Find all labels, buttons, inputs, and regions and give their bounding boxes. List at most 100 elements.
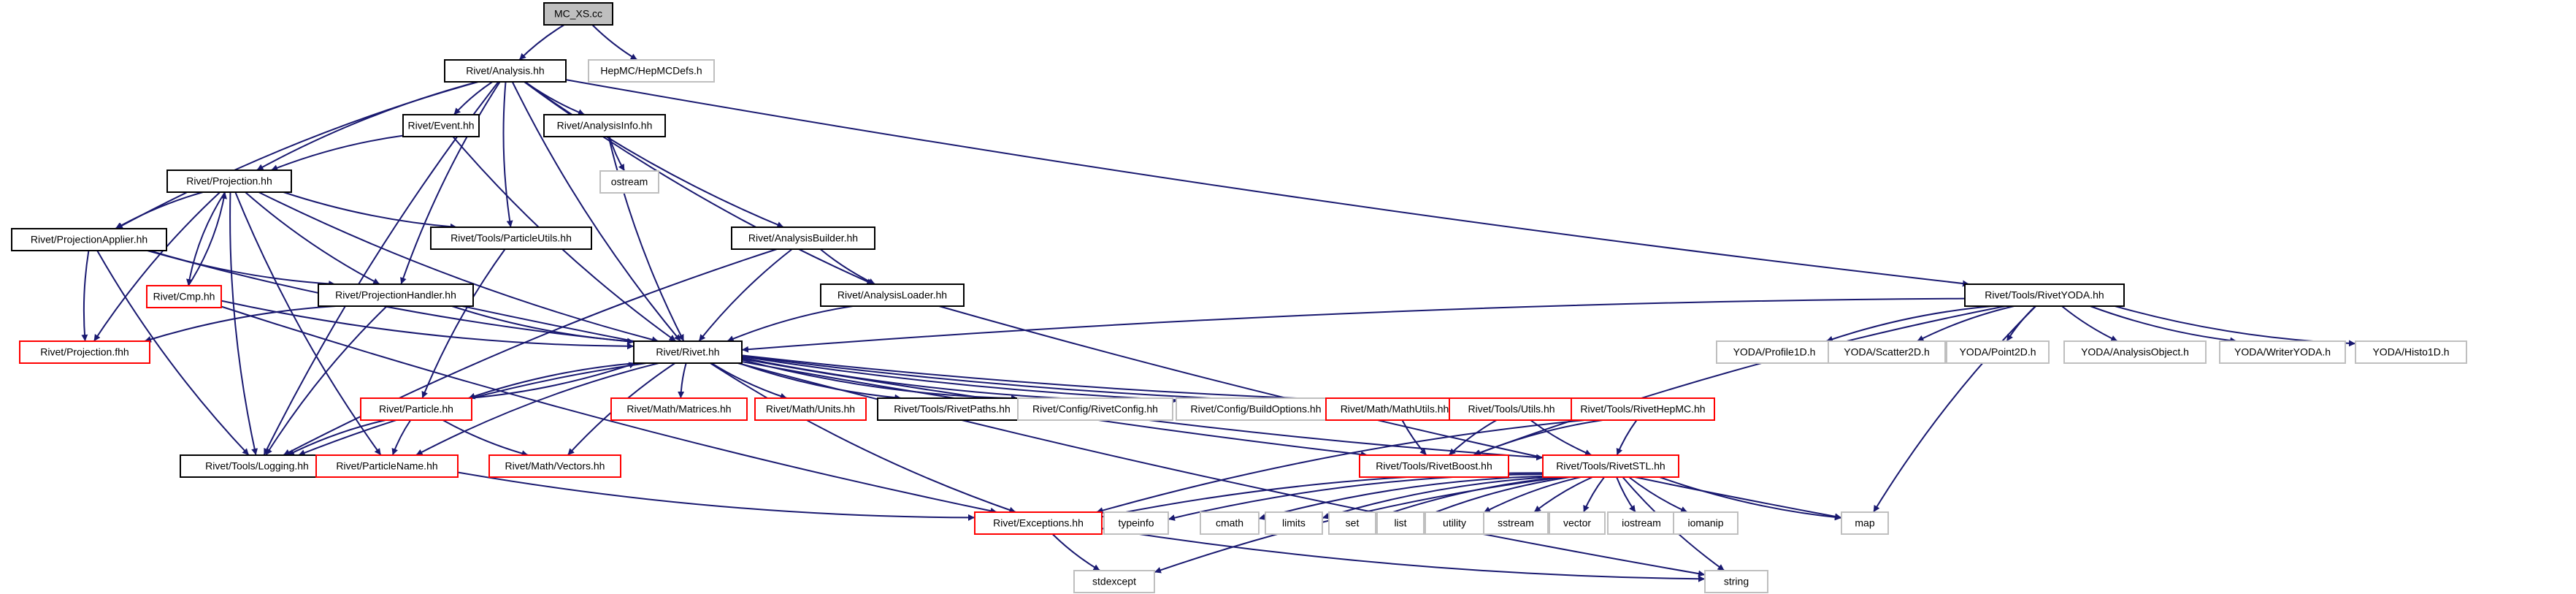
node-label: Rivet/Cmp.hh: [153, 291, 215, 302]
edge-mathutils-to-rivetboost: [1401, 419, 1427, 456]
edge-line: [468, 362, 636, 399]
node-buildoptions: Rivet/Config/BuildOptions.hh: [1176, 397, 1336, 421]
edge-analysisinfo-to-rivet: [607, 136, 685, 342]
node-box: [1176, 397, 1336, 421]
edge-rivetstl-to-list: [1423, 476, 1571, 518]
node-box: [2219, 340, 2346, 364]
edge-line: [524, 81, 586, 115]
edge-line: [518, 24, 565, 61]
edge-line: [258, 191, 659, 343]
edge-rivet-to-units: [710, 362, 788, 400]
edge-particle-to-logging: [287, 419, 386, 456]
edge-line: [283, 248, 778, 456]
edge-analysisbuilder-to-rivet: [698, 248, 793, 342]
node-label: HepMC/HepMCDefs.h: [600, 65, 702, 77]
edge-line: [234, 191, 382, 456]
node-label: vector: [1563, 517, 1591, 529]
edge-line: [710, 362, 1016, 514]
node-map: map: [1841, 511, 1889, 535]
node-label: ostream: [611, 176, 648, 188]
node-box: [1704, 570, 1768, 593]
node-rivet: Rivet/Rivet.hh: [633, 340, 743, 364]
edge-line: [741, 297, 1966, 353]
edge-particle-to-vectors: [442, 419, 529, 457]
node-particleutils: Rivet/Tools/ParticleUtils.hh: [430, 226, 592, 250]
edge-event-to-projection: [270, 134, 404, 171]
node-writeryoda: YODA/WriterYODA.h: [2219, 340, 2346, 364]
edge-line: [1473, 419, 1603, 456]
node-label: Rivet/Tools/Utils.hh: [1468, 403, 1555, 415]
edge-line: [1322, 476, 1550, 519]
edge-line: [698, 248, 793, 342]
node-rivethepmc: Rivet/Tools/RivetHepMC.hh: [1571, 397, 1715, 421]
node-box: [731, 226, 875, 250]
node-projhandler: Rivet/ProjectionHandler.hh: [318, 283, 474, 307]
edge-analysis-to-projapplier: [115, 81, 479, 229]
node-box: [1376, 511, 1425, 535]
edge-line: [245, 191, 380, 285]
node-profile1d: YODA/Profile1D.h: [1716, 340, 1833, 364]
edge-line: [1483, 476, 1582, 514]
edge-line: [2090, 305, 2237, 344]
edge-line: [591, 24, 638, 61]
edge-line: [1096, 419, 1585, 514]
edge-line: [1530, 419, 1592, 456]
node-matrices: Rivet/Math/Matrices.hh: [610, 397, 748, 421]
edge-analysis-to-analysisbuilder: [524, 81, 784, 228]
edge-analysis-to-rivet: [511, 81, 682, 342]
node-label: YODA/Histo1D.h: [2372, 346, 2449, 358]
node-label: typeinfo: [1118, 517, 1154, 529]
edge-line: [1616, 476, 1636, 513]
node-analysisinfo: Rivet/AnalysisInfo.hh: [543, 114, 666, 137]
node-logging: Rivet/Tools/Logging.hh: [180, 454, 334, 478]
node-box: [11, 228, 167, 251]
edge-projection-to-particleutils: [283, 191, 457, 230]
edge-line: [186, 191, 226, 286]
node-box: [2063, 340, 2207, 364]
edge-analysis-to-projhandler: [400, 81, 501, 285]
node-rivetyoda: Rivet/Tools/RivetYODA.hh: [1964, 283, 2125, 307]
node-mathutils: Rivet/Math/MathUtils.hh: [1325, 397, 1464, 421]
edge-line: [81, 250, 90, 342]
node-box: [1328, 511, 1376, 535]
edge-line: [1616, 419, 1638, 456]
node-label: stdexcept: [1092, 576, 1136, 587]
edge-exceptions-to-string: [1101, 528, 1706, 582]
node-hepmcdefs: HepMC/HepMCDefs.h: [588, 59, 715, 83]
node-label: Rivet/Math/Units.hh: [766, 403, 855, 415]
node-label: Rivet/Tools/Logging.hh: [205, 460, 309, 472]
node-box: [543, 114, 666, 137]
node-typeinfo: typeinfo: [1103, 511, 1169, 535]
edge-toolsutils-to-rivetboost: [1448, 419, 1498, 456]
node-box: [543, 2, 613, 26]
edge-line: [1917, 305, 2015, 342]
node-units: Rivet/Math/Units.hh: [754, 397, 867, 421]
node-projfhh: Rivet/Projection.fhh: [19, 340, 150, 364]
node-utility: utility: [1425, 511, 1484, 535]
node-rivetstl: Rivet/Tools/RivetSTL.hh: [1542, 454, 1679, 478]
node-box: [588, 59, 715, 83]
node-label: Rivet/ProjectionApplier.hh: [31, 234, 147, 245]
node-label: Rivet/AnalysisInfo.hh: [557, 120, 653, 132]
edge-line: [1473, 305, 2006, 457]
edge-analysis-to-rivetyoda: [565, 79, 1970, 287]
node-label: Rivet/Math/Matrices.hh: [626, 403, 731, 415]
edge-line: [1825, 305, 1993, 343]
edge-particlename-to-exceptions: [457, 471, 975, 521]
node-box: [633, 340, 743, 364]
node-label: Rivet/ParticleName.hh: [336, 460, 437, 472]
node-ostream: ostream: [599, 170, 659, 194]
node-box: [1483, 511, 1549, 535]
node-box: [877, 397, 1027, 421]
node-box: [146, 285, 222, 308]
edge-line: [115, 191, 204, 229]
edge-rivetstl-to-utility: [1483, 476, 1582, 514]
node-vectors: Rivet/Math/Vectors.hh: [488, 454, 621, 478]
edge-rivetyoda-to-rivet: [741, 297, 1966, 353]
edge-rivetstl-to-limits: [1322, 476, 1550, 519]
edge-projection-to-projapplier: [115, 191, 204, 229]
edge-line: [400, 81, 501, 285]
edge-projection-to-particlename: [234, 191, 382, 456]
